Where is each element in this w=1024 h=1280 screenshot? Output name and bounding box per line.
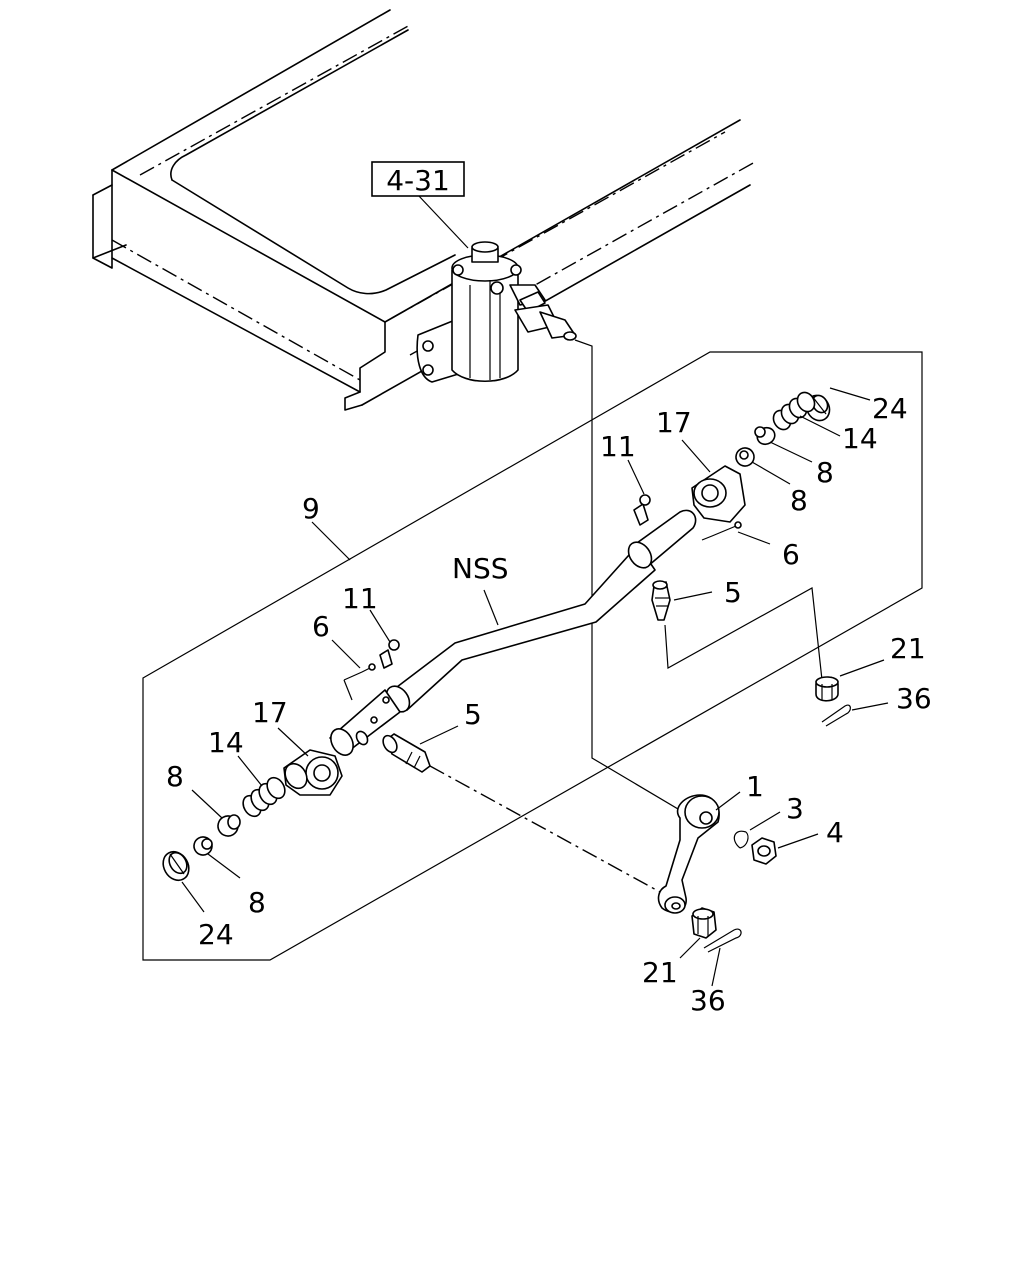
label-11-right: 11 (600, 430, 636, 463)
label-21-right: 21 (890, 632, 926, 665)
spring-14-right (772, 391, 816, 431)
nss-label: NSS (452, 552, 509, 585)
tie-rod (329, 509, 697, 756)
label-24-left: 24 (198, 918, 234, 951)
label-8-left-a: 8 (166, 760, 184, 793)
cotter-pin-36-right (821, 704, 851, 727)
label-36-right: 36 (896, 682, 932, 715)
spring-14-left (242, 776, 286, 818)
steering-gear-box (416, 241, 577, 383)
label-5-left: 5 (464, 698, 482, 731)
seat-8-left-a (217, 814, 241, 837)
label-17-left: 17 (252, 696, 288, 729)
assembly-label: 9 (302, 492, 320, 525)
label-36-arm: 36 (690, 984, 726, 1017)
cotter-pin-36-arm (703, 928, 742, 953)
label-17-right: 17 (656, 406, 692, 439)
label-14-right: 14 (842, 422, 878, 455)
pin-6-left (343, 663, 376, 681)
label-8-right-a: 8 (816, 456, 834, 489)
grease-nipple-11-left (379, 639, 400, 669)
label-3: 3 (786, 792, 804, 825)
label-21-arm: 21 (642, 956, 678, 989)
assembly-outline (142, 351, 923, 961)
snap-ring-3 (733, 830, 749, 849)
socket-17-left (283, 749, 343, 796)
label-1: 1 (746, 770, 764, 803)
castle-nut-21-right (815, 676, 839, 702)
nut-4 (751, 837, 777, 865)
ball-stud-5-right (651, 580, 671, 621)
plug-24-left (162, 850, 190, 882)
pitman-arm (657, 794, 720, 914)
label-14-left: 14 (208, 726, 244, 759)
label-6-left: 6 (312, 610, 330, 643)
label-5-right: 5 (724, 576, 742, 609)
label-8-right-b: 8 (790, 484, 808, 517)
seat-8-right-a (754, 426, 776, 446)
label-24-right: 24 (872, 392, 908, 425)
label-6-right: 6 (782, 538, 800, 571)
label-8-left-b: 8 (248, 886, 266, 919)
pin-6-right (701, 521, 742, 541)
grease-nipple-11-right (633, 494, 651, 526)
label-4: 4 (826, 816, 844, 849)
seat-8-left-b (193, 836, 213, 856)
seat-8-right-b (735, 447, 755, 467)
reference-box (371, 161, 465, 197)
castle-nut-21-arm (691, 907, 717, 939)
ball-stud-5-left (382, 733, 431, 773)
reference-label: 4-31 (386, 164, 450, 197)
label-11-left: 11 (342, 582, 378, 615)
socket-17-right (691, 465, 746, 523)
